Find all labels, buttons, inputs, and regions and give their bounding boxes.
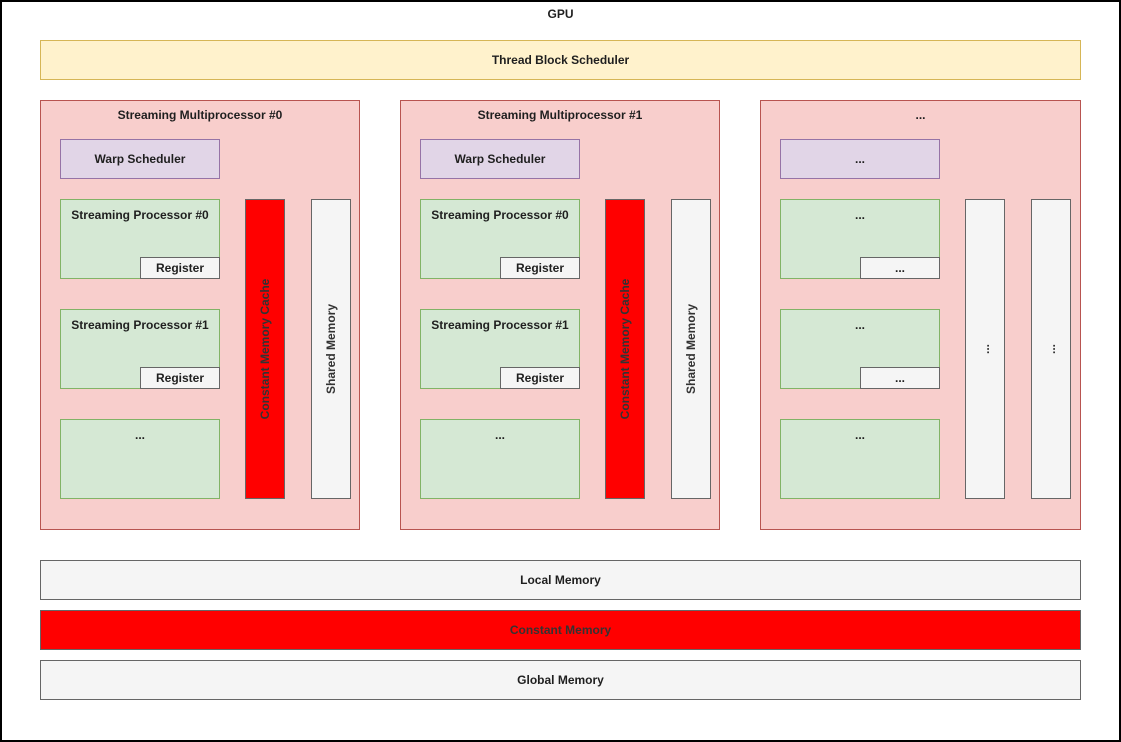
constant-memory-label: Constant Memory [509,623,612,637]
streaming-processor-label: ... [854,428,865,442]
global-memory-label: Global Memory [517,673,604,687]
streaming-processor-0: ... ... [780,199,940,279]
sm-title: Streaming Multiprocessor #1 [477,108,643,122]
streaming-processor-label: ... [854,208,865,222]
warp-scheduler-label: ... [854,152,865,166]
register-box: ... [860,257,940,279]
streaming-multiprocessor-ellipsis: ... ... ... ... ... ... ... ... ... [760,100,1081,530]
streaming-processor-1: Streaming Processor #1 Register [60,309,220,389]
shared-memory-bar: ... [1031,199,1071,499]
streaming-processor-label: ... [494,428,505,442]
streaming-processor-1: ... ... [780,309,940,389]
streaming-processor-label: Streaming Processor #0 [431,208,569,222]
streaming-processor-ellipsis: ... [60,419,220,499]
streaming-multiprocessor-0: Streaming Multiprocessor #0 Warp Schedul… [40,100,360,530]
streaming-processor-ellipsis: ... [780,419,940,499]
register-box: Register [140,257,220,279]
warp-scheduler-label: Warp Scheduler [454,152,546,166]
register-label: Register [515,261,565,275]
streaming-processor-0: Streaming Processor #0 Register [60,199,220,279]
streaming-processor-label: ... [854,318,865,332]
global-memory-bar: Global Memory [40,660,1081,700]
shared-memory-bar: Shared Memory [311,199,351,499]
shared-memory-label: Shared Memory [324,303,338,395]
warp-scheduler: Warp Scheduler [60,139,220,179]
register-box: ... [860,367,940,389]
shared-memory-bar: Shared Memory [671,199,711,499]
warp-scheduler-label: Warp Scheduler [94,152,186,166]
register-label: ... [894,371,905,385]
sm-title: Streaming Multiprocessor #0 [117,108,283,122]
warp-scheduler: ... [780,139,940,179]
register-label: Register [515,371,565,385]
constant-memory-cache-bar: Constant Memory Cache [245,199,285,499]
streaming-processor-label: Streaming Processor #0 [71,208,209,222]
constant-memory-cache-bar: ... [965,199,1005,499]
register-label: ... [894,261,905,275]
register-box: Register [500,367,580,389]
local-memory-bar: Local Memory [40,560,1081,600]
shared-memory-label: Shared Memory [684,303,698,395]
streaming-processor-label: ... [134,428,145,442]
shared-memory-label: ... [1044,343,1058,355]
thread-block-scheduler-label: Thread Block Scheduler [491,53,630,67]
gpu-title: GPU [547,7,574,21]
constant-memory-cache-label: Constant Memory Cache [258,278,272,420]
constant-memory-cache-label: ... [978,343,992,355]
constant-memory-cache-bar: Constant Memory Cache [605,199,645,499]
streaming-processor-ellipsis: ... [420,419,580,499]
constant-memory-bar: Constant Memory [40,610,1081,650]
streaming-processor-0: Streaming Processor #0 Register [420,199,580,279]
sm-title: ... [915,108,926,122]
warp-scheduler: Warp Scheduler [420,139,580,179]
register-box: Register [500,257,580,279]
register-label: Register [155,261,205,275]
streaming-processor-1: Streaming Processor #1 Register [420,309,580,389]
thread-block-scheduler: Thread Block Scheduler [40,40,1081,80]
constant-memory-cache-label: Constant Memory Cache [618,278,632,420]
register-label: Register [155,371,205,385]
register-box: Register [140,367,220,389]
local-memory-label: Local Memory [520,573,601,587]
streaming-processor-label: Streaming Processor #1 [431,318,569,332]
streaming-multiprocessor-1: Streaming Multiprocessor #1 Warp Schedul… [400,100,720,530]
streaming-processor-label: Streaming Processor #1 [71,318,209,332]
